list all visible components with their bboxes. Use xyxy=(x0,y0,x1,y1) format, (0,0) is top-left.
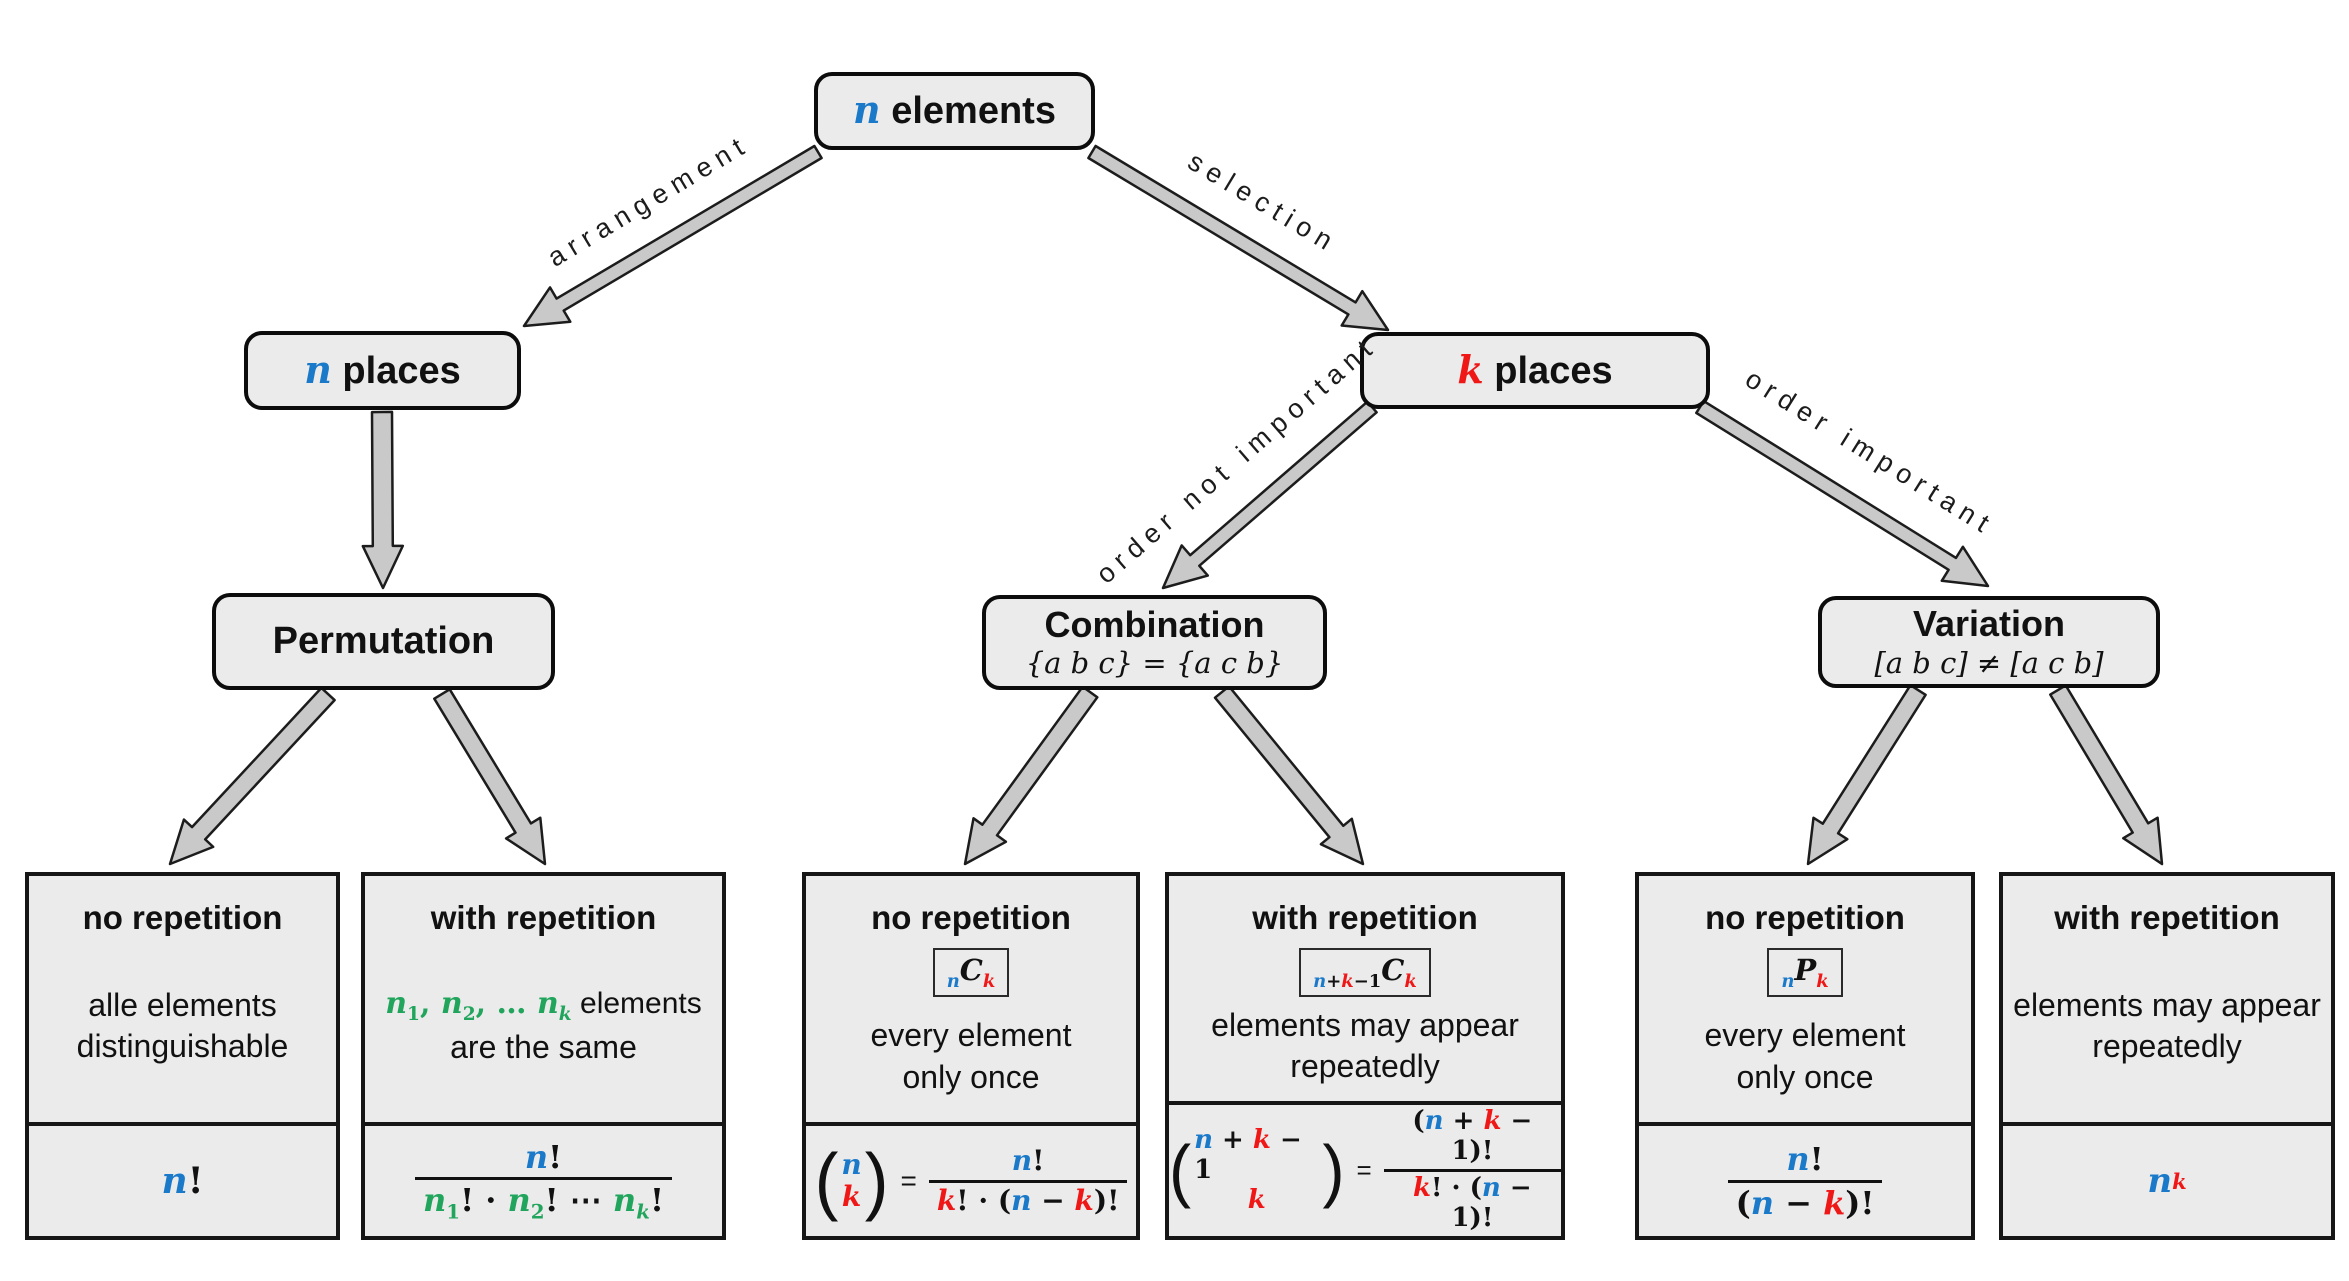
desc-line-2: repeatedly xyxy=(2092,1028,2242,1065)
binom-left-paren: ( xyxy=(1169,1131,1192,1210)
fraction-denominator: n1! · n2! ⋯ nk! xyxy=(415,1177,672,1225)
leaf-title: with repetition xyxy=(1252,899,1478,936)
leaf-permutation-with-repetition: with repetition n1, n2, … nk elements ar… xyxy=(361,872,726,1240)
arrow xyxy=(1806,683,1927,866)
node-combination-subtitle: {a b c} = {a c b} xyxy=(1025,646,1284,681)
leaf-description: alle elements distinguishable xyxy=(77,936,289,1122)
fraction-numerator: (n + k − 1)! xyxy=(1412,1106,1533,1167)
arrow xyxy=(361,410,405,590)
leaf-description: elements may appear repeatedly xyxy=(1211,997,1519,1101)
desc-line-2: only once xyxy=(902,1058,1040,1095)
arrow xyxy=(963,685,1099,866)
leaf-combination-no-repetition: no repetition nCk every element only onc… xyxy=(802,872,1140,1240)
arrow xyxy=(168,686,336,866)
node-combination-title: Combination xyxy=(1044,603,1265,645)
desc-line-2: repeatedly xyxy=(1290,1048,1440,1085)
leaf-title: with repetition xyxy=(430,899,657,936)
desc-line-1: n1, n2, … nk elements xyxy=(385,985,702,1025)
binom-bottom: k xyxy=(841,1180,862,1213)
leaf-variation-no-repetition: no repetition nPk every element only onc… xyxy=(1635,872,1975,1240)
binom-right-paren: ) xyxy=(1322,1131,1345,1210)
leaf-description: every element only once xyxy=(871,997,1072,1122)
arrow xyxy=(1695,399,1990,588)
binom-left-paren: ( xyxy=(814,1138,839,1223)
node-n-places-label: n places xyxy=(304,346,461,392)
leaf-combination-with-repetition: with repetition n+k−1Ck elements may app… xyxy=(1165,872,1565,1240)
arrow xyxy=(1161,400,1378,590)
formula-multinomial: n! n1! · n2! ⋯ nk! xyxy=(415,1137,672,1226)
desc-line-1: alle elements xyxy=(88,986,277,1023)
node-combination: Combination {a b c} = {a c b} xyxy=(982,595,1327,690)
arrow xyxy=(1213,685,1365,866)
leaf-description: n1, n2, … nk elements are the same xyxy=(385,936,702,1122)
desc-line-2: are the same xyxy=(450,1028,637,1065)
desc-line-1: every element xyxy=(870,1017,1072,1054)
leaf-title: no repetition xyxy=(1705,899,1905,936)
arrow xyxy=(2049,684,2164,866)
binom-top: n + k − 1 xyxy=(1194,1124,1302,1185)
arrow xyxy=(1087,144,1390,332)
equals-sign: = xyxy=(900,1165,917,1196)
node-n-places: n places xyxy=(244,331,521,410)
fraction-denominator: (n − k)! xyxy=(1727,1179,1883,1224)
node-permutation-title: Permutation xyxy=(272,619,495,662)
binom-top: n xyxy=(841,1147,862,1181)
leaf-description: elements may appear repeatedly xyxy=(2013,936,2321,1122)
formula-permutation-k: n! (n − k)! xyxy=(1727,1139,1883,1224)
formula-n-factorial: n! xyxy=(161,1160,204,1202)
node-n-elements: n elements xyxy=(814,72,1095,150)
node-variation-subtitle: [a b c] ≠ [a c b] xyxy=(1874,645,2104,680)
desc-line-1: elements may appear xyxy=(2013,986,2321,1023)
arrow xyxy=(433,688,547,866)
notation-badge-nPk: nPk xyxy=(1767,948,1843,998)
node-permutation: Permutation xyxy=(212,593,555,690)
binom-right-paren: ) xyxy=(864,1138,889,1223)
node-variation-title: Variation xyxy=(1912,603,2066,645)
node-k-places-label: k places xyxy=(1457,346,1613,392)
notation-badge-n+k-1Ck: n+k−1Ck xyxy=(1299,948,1431,998)
fraction-numerator: n! xyxy=(1011,1144,1045,1178)
leaf-permutation-no-repetition: no repetition alle elements distinguisha… xyxy=(25,872,340,1240)
leaf-title: no repetition xyxy=(871,899,1071,936)
formula-binomial: ( n k ) = n! k! · (n − k)! xyxy=(815,1143,1128,1218)
desc-line-2: distinguishable xyxy=(76,1028,289,1065)
leaf-title: no repetition xyxy=(82,899,283,936)
leaf-description: every element only once xyxy=(1705,997,1906,1122)
arrow xyxy=(522,144,823,328)
node-n-elements-label: n elements xyxy=(853,87,1056,133)
node-variation: Variation [a b c] ≠ [a c b] xyxy=(1818,596,2160,688)
fraction-denominator: k! · (n − 1)! xyxy=(1383,1169,1561,1236)
leaf-variation-with-repetition: with repetition elements may appear repe… xyxy=(1999,872,2335,1240)
fraction-denominator: k! · (n − k)! xyxy=(928,1179,1128,1219)
leaf-title: with repetition xyxy=(2054,899,2280,936)
desc-line-1: every element xyxy=(1704,1017,1906,1054)
notation-badge-nCk: nCk xyxy=(932,948,1010,998)
fraction-numerator: n! xyxy=(524,1137,563,1176)
binom-bottom: k xyxy=(1247,1184,1266,1215)
desc-line-1: elements may appear xyxy=(1211,1006,1519,1043)
node-k-places: k places xyxy=(1360,332,1710,409)
fraction-numerator: n! xyxy=(1786,1139,1824,1178)
desc-line-2: only once xyxy=(1736,1058,1874,1095)
formula-binomial-repetition: ( n + k − 1 k ) = (n + k − 1)! k! · (n −… xyxy=(1169,1105,1561,1236)
equals-sign: = xyxy=(1356,1155,1372,1186)
